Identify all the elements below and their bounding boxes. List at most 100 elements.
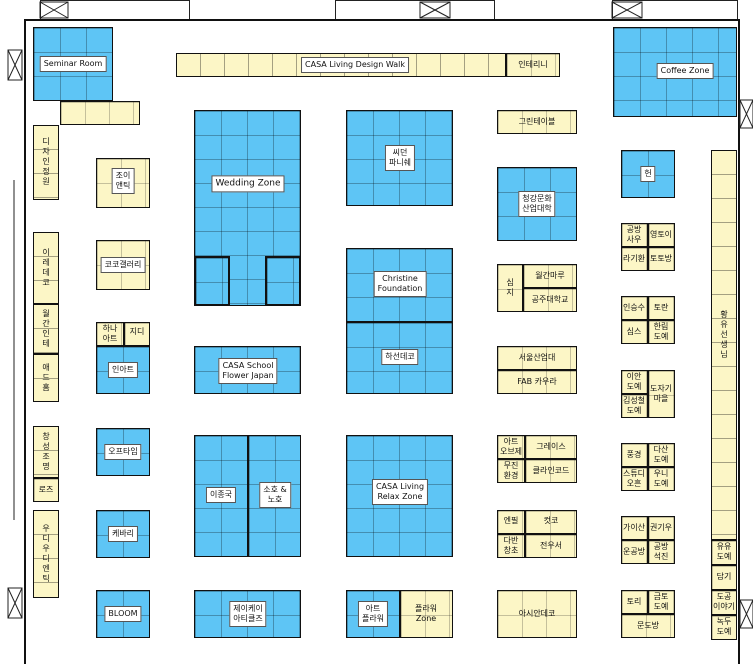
booth-grace[interactable] xyxy=(525,435,577,459)
label-inart: 인아트 xyxy=(107,362,139,378)
label-seminar-room: Seminar Room xyxy=(39,56,107,72)
wall-left xyxy=(24,19,26,664)
booth-art-flower[interactable] xyxy=(346,590,400,638)
booth-simseu[interactable] xyxy=(621,320,648,344)
label-seoul: 서울산업대 xyxy=(518,353,556,362)
booth-seoul-sanup[interactable] xyxy=(497,346,577,370)
label-casa-relax: CASA Living Relax Zone xyxy=(371,479,429,505)
label-jay: 제이케이 아티클즈 xyxy=(229,601,267,627)
label-aedeuhom: 애 드 홈 xyxy=(42,363,50,392)
booth-inseongsu[interactable] xyxy=(621,296,648,320)
label-inseongsu: 인승수 xyxy=(622,303,646,312)
booth-mujin[interactable] xyxy=(497,459,525,483)
booth-toran[interactable] xyxy=(648,296,675,320)
label-art-flower: 아트 플라워 xyxy=(357,601,389,627)
booth-damgi[interactable] xyxy=(711,565,737,590)
booth-ungongbang[interactable] xyxy=(621,540,648,564)
booth-nokdu[interactable] xyxy=(711,615,737,640)
booth-uni-dohye[interactable] xyxy=(648,467,675,491)
booth-dojagi-maeul[interactable] xyxy=(648,370,675,418)
label-gaesansang: 가이산 xyxy=(622,523,646,532)
label-gwongiu: 권기우 xyxy=(649,523,673,532)
booth-yuyu[interactable] xyxy=(711,540,737,565)
booth-dasan[interactable] xyxy=(648,443,675,467)
label-irae: 이 레 데 코 xyxy=(42,248,50,287)
label-dojagi: 도자기 마을 xyxy=(649,384,673,403)
wall-top xyxy=(24,19,738,21)
label-hallim: 한림 도예 xyxy=(653,322,669,341)
booth-hana-art[interactable] xyxy=(96,322,124,346)
booth-irae-deco[interactable] xyxy=(33,232,59,304)
booth-dogong[interactable] xyxy=(711,590,737,615)
booth-fab[interactable] xyxy=(497,370,577,394)
booth-clean-code[interactable] xyxy=(525,459,577,483)
booth-wolgan-inte[interactable] xyxy=(33,304,59,354)
booth-daban[interactable] xyxy=(497,534,525,558)
label-jeonuso: 전우서 xyxy=(539,541,563,550)
booth-interiors[interactable] xyxy=(506,53,560,77)
label-wedding: Wedding Zone xyxy=(211,175,285,193)
label-totobang: 토토방 xyxy=(649,254,673,263)
top-structure-right xyxy=(335,0,495,19)
label-coffee: Coffee Zone xyxy=(656,63,714,79)
label-opeutaim: 오프타임 xyxy=(104,444,142,460)
booth-wolgan-maru[interactable] xyxy=(523,264,577,288)
label-flower-zone: 플라워 Zone xyxy=(414,604,438,623)
booth-udi-udi[interactable] xyxy=(33,510,59,598)
booth-hwangyuseon[interactable] xyxy=(711,150,737,540)
label-grace: 그레이스 xyxy=(536,442,566,451)
booth-ragihwan[interactable] xyxy=(621,247,648,271)
booth-geumto[interactable] xyxy=(648,590,675,614)
label-design-walk: CASA Living Design Walk xyxy=(301,57,409,73)
booth-wedding-sub-right xyxy=(265,256,301,306)
booth-gimseongcheol[interactable] xyxy=(621,394,648,418)
booth-wedding-sub-left xyxy=(194,256,230,306)
booth-asian-deco[interactable] xyxy=(497,590,577,638)
booth-studio-moheun[interactable] xyxy=(621,467,648,491)
booth-gongju[interactable] xyxy=(523,288,577,312)
label-changseong: 창 성 조 명 xyxy=(42,432,50,471)
label-tori: 토리 xyxy=(626,597,642,606)
booth-keotkho[interactable] xyxy=(525,510,577,534)
label-gimseongcheol: 김성철 도예 xyxy=(622,396,646,415)
label-dogong: 도공 이야기 xyxy=(712,592,736,611)
booth-coffee-zone[interactable] xyxy=(613,27,737,117)
booth-gongbang-sau[interactable] xyxy=(621,223,648,247)
booth-rojeu[interactable] xyxy=(33,478,59,502)
booth-yeongtoi[interactable] xyxy=(648,223,675,247)
booth-flower-zone[interactable] xyxy=(400,590,453,638)
label-wolgan-maru: 월간마루 xyxy=(535,271,565,280)
label-interiors: 인테리니 xyxy=(518,60,548,69)
label-gongju: 공주대학교 xyxy=(531,295,569,304)
label-enpil: 엔필 xyxy=(503,516,519,525)
booth-gwongiu[interactable] xyxy=(648,516,675,540)
label-kebaeri: 케바리 xyxy=(107,526,139,542)
label-udi: 우 디 우 디 엔 틱 xyxy=(42,524,50,583)
booth-dijain-jeongwon[interactable] xyxy=(33,125,59,200)
booth-heon[interactable] xyxy=(621,150,675,198)
booth-art-obje[interactable] xyxy=(497,435,525,459)
booth-green-table[interactable] xyxy=(497,110,577,134)
label-mujin: 무진 환경 xyxy=(503,461,519,480)
label-heon: 헌 xyxy=(640,166,656,182)
booth-enpil[interactable] xyxy=(497,510,525,534)
booth-ian-dohye[interactable] xyxy=(621,370,648,394)
booth-jidi[interactable] xyxy=(124,322,150,346)
booth-aedeuhom[interactable] xyxy=(33,354,59,402)
booth-munsundo[interactable] xyxy=(621,614,675,638)
label-casa-school: CASA School Flower Japan xyxy=(218,358,278,384)
booth-changseong[interactable] xyxy=(33,426,59,478)
booth-totobang[interactable] xyxy=(648,247,675,271)
booth-punggyeong[interactable] xyxy=(621,443,648,467)
label-fab: FAB 카우라 xyxy=(517,377,557,386)
booth-jeonuso[interactable] xyxy=(525,534,577,558)
booth-tori[interactable] xyxy=(621,590,648,614)
booth-gaesansang[interactable] xyxy=(621,516,648,540)
label-bloom: BLOOM xyxy=(104,606,142,622)
label-joi: 조이 앤틱 xyxy=(111,168,135,194)
booth-simji[interactable] xyxy=(497,264,523,312)
label-ungongbang: 운공방 xyxy=(622,547,646,556)
booth-gongbang-seokjin[interactable] xyxy=(648,540,675,564)
booth-hallim[interactable] xyxy=(648,320,675,344)
label-damgi: 담기 xyxy=(716,572,732,581)
